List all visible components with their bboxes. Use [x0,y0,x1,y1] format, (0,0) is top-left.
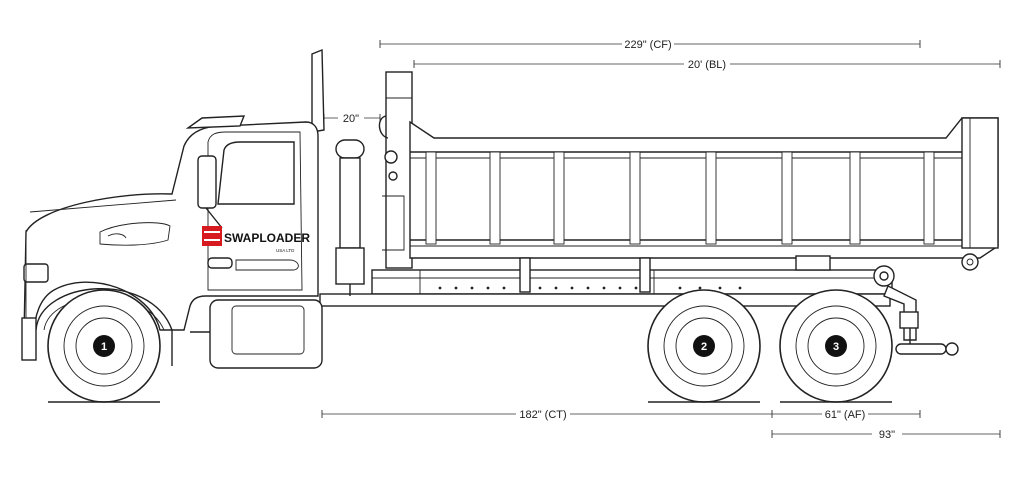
dimension-bl: 20' (BL) [413,57,1001,71]
exhaust-stack [311,48,365,296]
dimension-ct: 182" (CT) [321,407,773,421]
axle-2-label: 2 [701,341,707,353]
swaploader-logo: SWAPLOADER USA LTD [202,226,310,253]
dimension-cf: 229" (CF) [379,37,921,51]
logo-sub: USA LTD [276,248,295,253]
axle-1-label: 1 [101,341,107,353]
dimension-overhang: 93" [771,427,1001,441]
dimension-cf-label: 229" (CF) [624,39,671,51]
axle-3-label: 3 [833,341,839,353]
subframe [319,255,959,356]
wheel-drive-2: 3 [779,289,893,403]
wheel-drive-1: 2 [647,289,761,403]
wheel-front: 1 [47,289,161,403]
logo-mark [202,226,222,246]
dimension-af-label: 61" (AF) [825,409,866,421]
dimension-af: 61" (AF) [772,407,921,421]
dimension-bl-label: 20' (BL) [688,59,726,71]
dimension-cab-gap-label: 20" [343,113,359,125]
logo-brand: SWAPLOADER [224,231,310,245]
dimension-cab-gap: 20" [323,111,381,125]
dump-body [378,71,999,271]
dimension-ct-label: 182" (CT) [519,409,566,421]
truck-cab [21,115,323,369]
dimension-overhang-label: 93" [879,429,895,441]
